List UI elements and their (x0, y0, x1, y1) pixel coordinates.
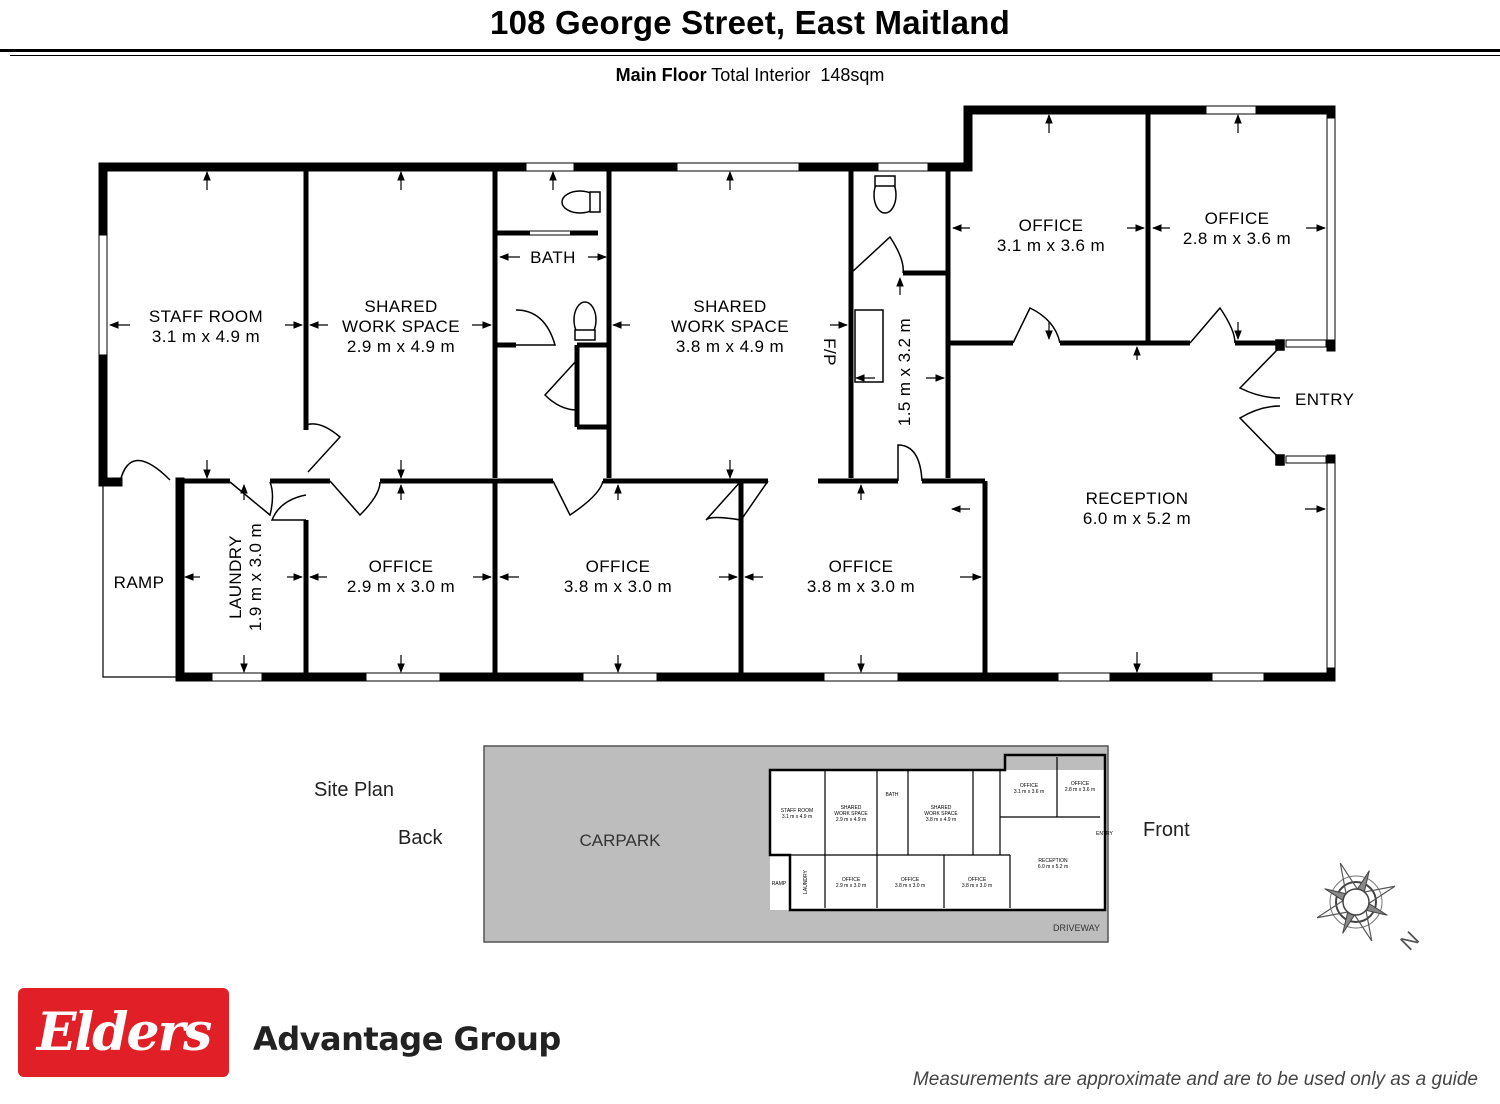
staff-room-size: 3.1 m x 4.9 m (152, 327, 260, 346)
dimension-arrows (109, 114, 1326, 673)
interior-label: Total Interior (711, 65, 811, 85)
office-top-1-size: 3.1 m x 3.6 m (997, 236, 1105, 255)
office-bottom-1-name: OFFICE (369, 557, 434, 576)
laundry-size: 1.9 m x 3.0 m (246, 523, 265, 631)
site-plan-title: Site Plan (314, 779, 394, 801)
mini-reception: RECEPTION (1038, 858, 1068, 864)
staff-room-name: STAFF ROOM (149, 307, 263, 326)
mini-office-t2-size: 2.8 m x 3.6 m (1065, 787, 1095, 793)
mini-floor-plan: STAFF ROOM 3.1 m x 4.9 m SHARED WORK SPA… (768, 753, 1114, 912)
compass-north: N (1395, 926, 1424, 955)
laundry-name: LAUNDRY (226, 535, 245, 619)
reception-name: RECEPTION (1086, 489, 1189, 508)
title-rule (0, 49, 1500, 52)
floor-subtitle: Main Floor Total Interior 148sqm (0, 65, 1500, 86)
mini-office-b1: OFFICE (842, 877, 861, 883)
windows (98, 105, 1336, 682)
site-front-label: Front (1143, 819, 1190, 841)
mini-office-t1: OFFICE (1020, 783, 1039, 789)
mini-ramp: RAMP (772, 881, 787, 887)
mini-shared-1-size: 2.9 m x 4.9 m (836, 817, 866, 823)
shared-work-2-size: 3.8 m x 4.9 m (676, 337, 784, 356)
mini-office-t1-size: 3.1 m x 3.6 m (1014, 789, 1044, 795)
interior-area: 148sqm (820, 65, 885, 85)
office-bottom-3-size: 3.8 m x 3.0 m (807, 577, 915, 596)
bath-fixtures (530, 175, 897, 341)
site-back-label: Back (398, 827, 443, 849)
inner-walls (180, 113, 1280, 677)
door-swings (119, 235, 1236, 521)
elders-logo: Elders (18, 988, 229, 1077)
office-bottom-1-size: 2.9 m x 3.0 m (347, 577, 455, 596)
mini-shared-2b: WORK SPACE (924, 811, 958, 817)
mini-shared-2-size: 3.8 m x 4.9 m (926, 817, 956, 823)
shared-work-2-name2: WORK SPACE (671, 317, 789, 336)
disclaimer: Measurements are approximate and are to … (912, 1069, 1478, 1090)
office-top-1-name: OFFICE (1019, 216, 1084, 235)
hall-size: 1.5 m x 3.2 m (895, 318, 914, 426)
group-name: Advantage Group (253, 1020, 561, 1058)
mini-shared-2: SHARED (931, 805, 952, 811)
mini-office-b2: OFFICE (901, 877, 920, 883)
shared-work-2-name1: SHARED (693, 297, 766, 316)
mini-shared-1b: WORK SPACE (834, 811, 868, 817)
ramp-outline (102, 485, 178, 678)
elders-logo-text: Elders (36, 1002, 213, 1063)
driveway-label: DRIVEWAY (1053, 923, 1100, 933)
reception-size: 6.0 m x 5.2 m (1083, 509, 1191, 528)
mini-laundry: LAUNDRY (803, 869, 809, 893)
mini-office-b1-size: 2.9 m x 3.0 m (836, 883, 866, 889)
mini-office-t2: OFFICE (1071, 781, 1090, 787)
bath-name: BATH (530, 248, 576, 267)
floor-label: Main Floor (615, 65, 707, 85)
office-bottom-2-name: OFFICE (586, 557, 651, 576)
entry-door (1238, 339, 1285, 466)
shared-work-1-name1: SHARED (364, 297, 437, 316)
shared-work-1-size: 2.9 m x 4.9 m (347, 337, 455, 356)
office-bottom-2-size: 3.8 m x 3.0 m (564, 577, 672, 596)
office-bottom-3-name: OFFICE (829, 557, 894, 576)
mini-staff-room-size: 3.1 m x 4.9 m (782, 814, 812, 820)
page-title: 108 George Street, East Maitland (490, 4, 1010, 41)
mini-shared-1: SHARED (841, 805, 862, 811)
title-rule-thin (10, 55, 1500, 56)
carpark-label: CARPARK (580, 831, 662, 850)
mini-entry: ENTRY (1096, 831, 1114, 837)
mini-bath: BATH (886, 792, 899, 798)
mini-staff-room: STAFF ROOM (781, 808, 813, 814)
mini-reception-size: 6.0 m x 5.2 m (1038, 864, 1068, 870)
office-top-2-size: 2.8 m x 3.6 m (1183, 229, 1291, 248)
shared-work-1-name2: WORK SPACE (342, 317, 460, 336)
mini-office-b2-size: 3.8 m x 3.0 m (895, 883, 925, 889)
ramp-label: RAMP (114, 573, 165, 592)
fireplace (854, 309, 884, 383)
compass-icon: N (1316, 862, 1424, 955)
mini-office-b3: OFFICE (968, 877, 987, 883)
office-top-2-name: OFFICE (1205, 209, 1270, 228)
room-labels: STAFF ROOM 3.1 m x 4.9 m SHARED WORK SPA… (114, 209, 1354, 631)
entry-label: ENTRY (1295, 390, 1354, 409)
mini-office-b3-size: 3.8 m x 3.0 m (962, 883, 992, 889)
fp-label: F/P (820, 338, 839, 366)
site-plan: Site Plan Back Front CARPARK DRIVEWAY (314, 745, 1190, 943)
